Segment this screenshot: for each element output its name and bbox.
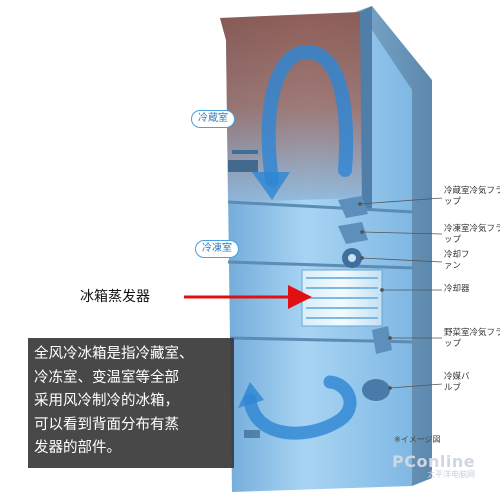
caption-line: 可以看到背面分布有蒸: [34, 416, 179, 433]
refrigerant-valve: [362, 379, 390, 401]
callout-leaders: [358, 197, 443, 390]
cabinet-back-wall: [360, 6, 372, 210]
air-duct: [338, 196, 392, 401]
watermark-brand: PConline: [392, 452, 476, 471]
callout-fridge-air-flap: 冷蔵室冷気フラップ: [444, 186, 500, 207]
watermark: PConline 太平洋电脑网: [392, 452, 475, 480]
caption-line: 发器的部件。: [34, 440, 121, 456]
evaporator-coils: [306, 277, 378, 319]
evaporator: [301, 269, 383, 327]
caption-line: 冷冻室、变温室等全部: [34, 369, 179, 386]
airflow-arrow-lower: [243, 375, 357, 440]
zone-label-freezer: 冷凍室: [195, 240, 239, 258]
cabinet-side-panel: [355, 6, 432, 486]
caption-box: 全风冷冰箱是指冷藏室、 冷冻室、变温室等全部 采用风冷制冷的冰箱， 可以看到背面…: [28, 338, 234, 468]
image-note: ※イメージ図: [394, 435, 441, 444]
callout-vegetable-air-flap: 野菜室冷気フラップ: [444, 328, 500, 349]
watermark-subtitle: 太平洋电脑网: [427, 470, 476, 479]
control-panel: [228, 160, 258, 172]
callout-cooling-fan: 冷却ファン: [444, 250, 470, 271]
callout-cooler: 冷却器: [444, 284, 470, 294]
caption-line: 采用风冷制冷的冰箱，: [34, 393, 179, 409]
door-handle: [232, 150, 258, 154]
callout-refrigerant-valve: 冷媒バルブ: [444, 372, 470, 393]
evaporator-label: 冰箱蒸发器: [80, 289, 150, 305]
airflow-arrow-fridge: [261, 45, 354, 187]
zone-label-fridge: 冷蔵室: [191, 110, 235, 128]
callout-freezer-air-flap: 冷凍室冷気フラップ: [444, 224, 500, 245]
airflow-arrows: [238, 45, 357, 440]
caption-line: 全风冷冰箱是指冷藏室、: [34, 346, 194, 362]
